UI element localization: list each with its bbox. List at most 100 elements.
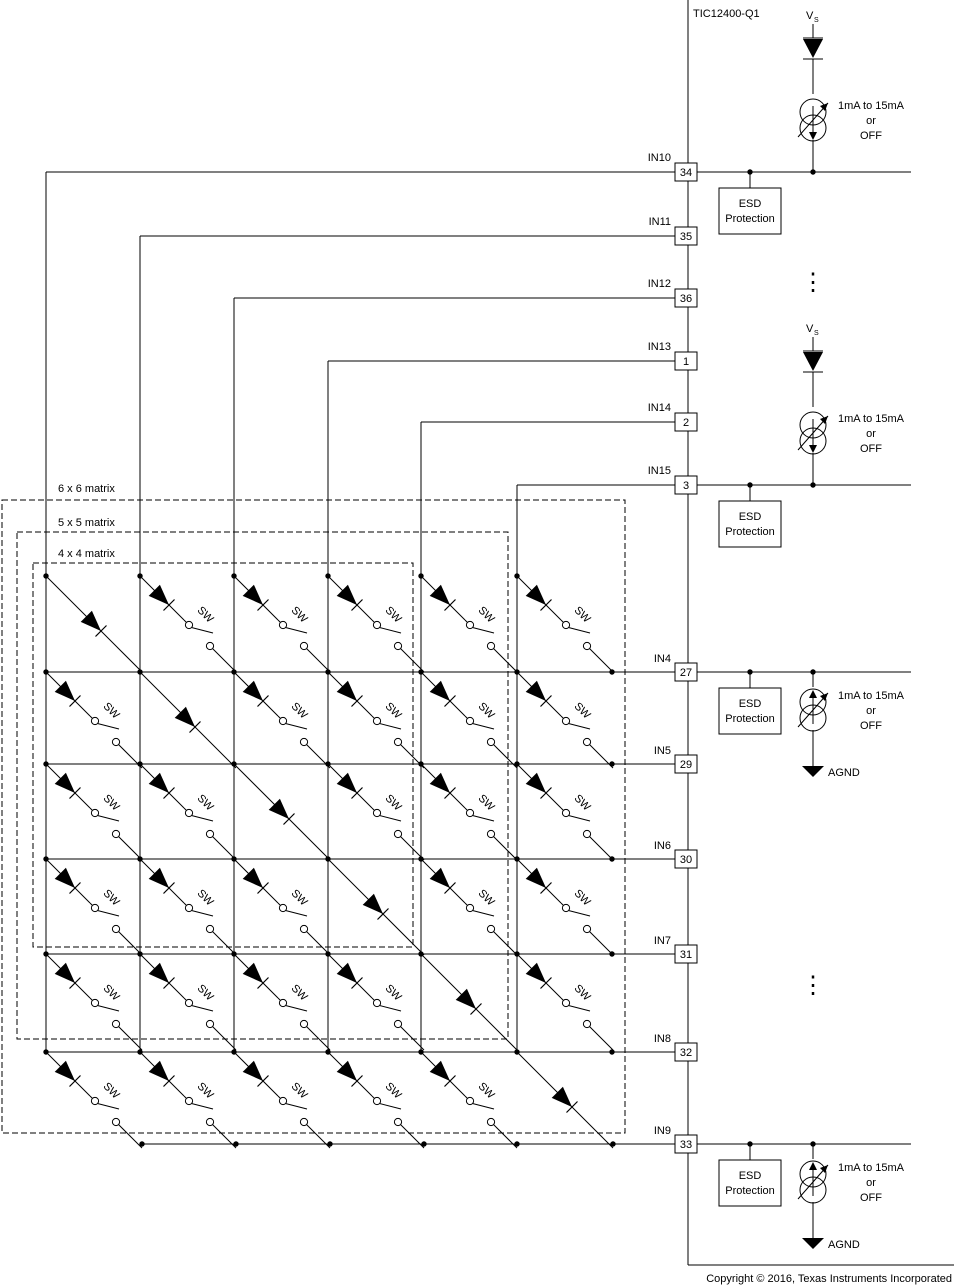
diode-icon: [242, 962, 263, 983]
cell-wire: [464, 807, 468, 811]
diagonal-diode-cell: [233, 763, 331, 861]
diode-icon: [525, 867, 546, 888]
switch-contact: [278, 620, 288, 630]
diode-cathode: [351, 977, 363, 989]
switch-blade: [285, 627, 308, 634]
cell-wire: [560, 997, 564, 1001]
diode-icon: [242, 680, 263, 701]
diode-icon: [336, 772, 357, 793]
cell-wire: [277, 997, 281, 1001]
ground-pull-down: AGND: [802, 1144, 860, 1251]
switch-label: SW: [476, 700, 497, 721]
switch-contact: [465, 808, 475, 818]
supply-diode-icon: [803, 352, 823, 371]
diode-cathode: [444, 1075, 456, 1087]
switch-contact: [111, 924, 121, 934]
junction-dot: [514, 761, 520, 767]
supply-label: S: [814, 330, 819, 337]
diode-icon: [525, 772, 546, 793]
switch-blade: [191, 815, 214, 822]
switch-label: SW: [195, 887, 216, 908]
matrix-6x6-label: 6 x 6 matrix: [58, 483, 115, 495]
switch-blade: [379, 1103, 402, 1110]
supply-label: S: [814, 17, 819, 24]
cell-wire: [589, 1026, 614, 1051]
pin-number: 32: [680, 1047, 692, 1059]
diode-cathode: [444, 787, 456, 799]
cell-wire: [277, 715, 281, 719]
pins: IN10IN11IN12IN13IN14IN15IN4IN5IN6IN7IN8I…: [648, 152, 698, 1154]
switch-contact: [372, 620, 382, 630]
junction-dot: [325, 1049, 331, 1055]
cell-wire: [464, 1095, 468, 1099]
junction-dot: [421, 1141, 427, 1147]
diode-cathode: [163, 1075, 175, 1087]
switch-label: SW: [101, 792, 122, 813]
junction-dot: [514, 951, 520, 957]
junction-dot: [514, 1049, 520, 1055]
junction-dot: [43, 761, 49, 767]
pin-box: 1: [674, 351, 698, 371]
column-pin-name: IN12: [648, 278, 671, 290]
cell-wire: [89, 807, 93, 811]
junction-dot: [43, 1049, 49, 1055]
switch-blade: [379, 815, 402, 822]
switch-cell: SW: [420, 858, 518, 956]
pin-number: 35: [680, 231, 692, 243]
junction-dot: [137, 951, 143, 957]
cell-wire: [371, 1095, 375, 1099]
switch-label: SW: [476, 1080, 497, 1101]
esd-label: ESD: [739, 698, 762, 710]
switch-blade: [191, 1103, 214, 1110]
switch-cell: SW: [327, 671, 425, 769]
switch-label: SW: [289, 604, 310, 625]
diagonal-diode-cell: [45, 575, 143, 673]
switch-label: SW: [383, 700, 404, 721]
switch-contact: [90, 998, 100, 1008]
diode-cathode: [377, 908, 389, 920]
cell-wire: [277, 619, 281, 623]
diode-cathode: [257, 977, 269, 989]
diode-icon: [80, 610, 101, 631]
cell-wire: [560, 619, 564, 623]
switch-contact: [299, 737, 309, 747]
switch-contact: [111, 737, 121, 747]
diode-icon: [54, 867, 75, 888]
switch-contact: [184, 1096, 194, 1106]
diode-cathode: [257, 882, 269, 894]
cell-wire: [589, 744, 614, 769]
junction-dot: [231, 573, 237, 579]
diode-icon: [525, 962, 546, 983]
switch-contact: [372, 1096, 382, 1106]
switch-contact: [486, 737, 496, 747]
switch-cell: SW: [233, 1051, 331, 1149]
switch-label: SW: [195, 792, 216, 813]
pin-number: 33: [680, 1139, 692, 1151]
junction-dot: [327, 1141, 333, 1147]
junction-dot: [137, 573, 143, 579]
switch-blade: [472, 1103, 495, 1110]
diode-cathode: [163, 599, 175, 611]
switch-cell: SW: [327, 763, 425, 861]
source-range-label: or: [866, 1177, 876, 1189]
switch-blade: [472, 627, 495, 634]
row-pin-name: IN7: [654, 935, 671, 947]
row-pin-name: IN6: [654, 840, 671, 852]
ground-icon: [802, 1238, 824, 1249]
junction-dot: [810, 1141, 816, 1147]
switch-blade: [472, 723, 495, 730]
switch-contact: [582, 641, 592, 651]
junction-dot: [325, 856, 331, 862]
switch-contact: [205, 829, 215, 839]
diode-icon: [242, 584, 263, 605]
switch-label: SW: [195, 1080, 216, 1101]
esd-label: Protection: [725, 213, 775, 225]
switch-label: SW: [572, 604, 593, 625]
switch-label: SW: [572, 887, 593, 908]
switch-contact: [393, 641, 403, 651]
switch-contact: [184, 998, 194, 1008]
switch-label: SW: [383, 604, 404, 625]
